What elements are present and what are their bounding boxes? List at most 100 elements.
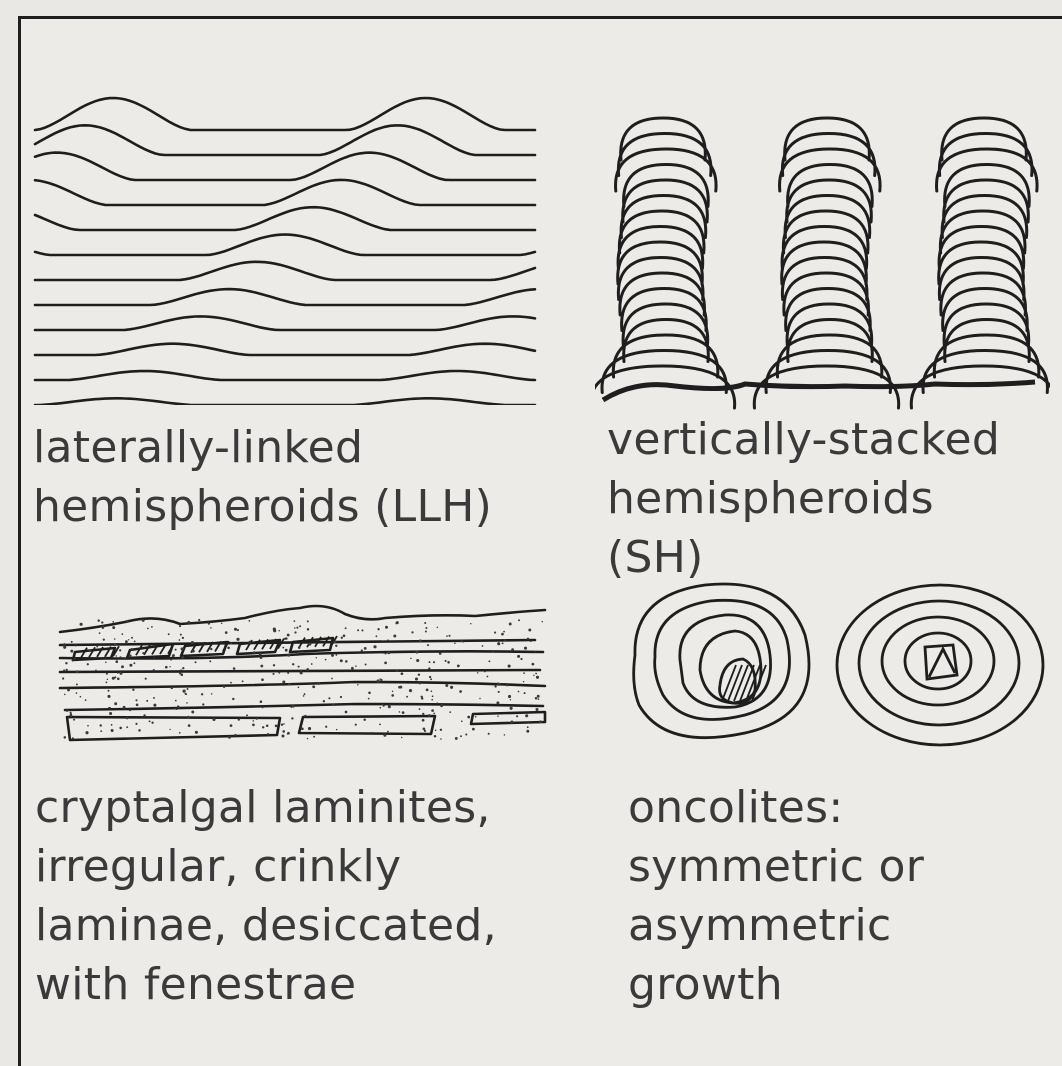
stipple-dot <box>336 654 338 656</box>
stipple-dot <box>317 682 320 685</box>
stipple-dot <box>345 711 348 714</box>
stipple-dot <box>426 689 429 692</box>
stipple-dot <box>498 691 500 693</box>
stipple-dot <box>147 628 149 630</box>
stipple-dot <box>262 706 264 708</box>
stipple-dot <box>273 664 275 666</box>
stipple-dot <box>172 655 174 657</box>
stipple-dot <box>117 672 118 673</box>
stipple-dot <box>492 651 493 652</box>
stipple-dot <box>101 621 103 623</box>
stipple-dot <box>232 698 234 700</box>
stipple-dot <box>282 735 285 738</box>
stipple-dot <box>300 672 302 674</box>
stipple-dot <box>368 698 370 700</box>
stipple-dot <box>246 714 248 716</box>
stipple-dot <box>188 724 191 727</box>
stipple-dot <box>234 628 237 631</box>
stipple-dot <box>100 730 102 732</box>
stipple-dot <box>421 697 423 699</box>
stipple-dot <box>401 737 402 738</box>
llh-lamina-3 <box>35 153 535 180</box>
asymmetric-oncoid <box>634 584 809 738</box>
stipple-dot <box>387 731 389 733</box>
stipple-dot <box>530 640 532 642</box>
stipple-dot <box>75 645 77 647</box>
stipple-dot <box>151 626 153 628</box>
stipple-dot <box>308 643 311 646</box>
stipple-dot <box>498 683 501 686</box>
stipple-dot <box>411 631 413 633</box>
stipple-dot <box>62 677 64 679</box>
stipple-dot <box>450 686 453 689</box>
stipple-dot <box>179 639 181 641</box>
stipple-dot <box>145 678 147 680</box>
stipple-dot <box>175 649 177 651</box>
stipple-dot <box>151 722 153 724</box>
oncoid-nucleus-hatch <box>728 665 742 701</box>
stipple-dot <box>371 732 373 734</box>
stipple-dot <box>434 735 437 738</box>
stipple-dot <box>516 715 518 717</box>
stipple-dot <box>99 632 101 634</box>
stipple-dot <box>539 720 542 723</box>
stipple-dot <box>335 645 337 647</box>
stipple-dot <box>179 732 181 734</box>
stipple-dot <box>230 724 233 727</box>
stipple-dot <box>311 663 313 665</box>
stipple-dot <box>107 695 110 698</box>
stipple-dot <box>477 672 479 674</box>
stipple-dot <box>467 716 470 719</box>
stipple-dot <box>447 661 450 664</box>
stipple-dot <box>542 621 543 622</box>
stipple-dot <box>435 730 437 732</box>
oncolites-caption-line-2: symmetric or <box>628 837 924 896</box>
stipple-dot <box>283 723 285 725</box>
stipple-dot <box>538 698 540 700</box>
stipple-dot <box>74 658 76 660</box>
stipple-dot <box>103 644 105 646</box>
stipple-dot <box>212 718 215 721</box>
stipple-dot <box>402 711 405 714</box>
stipple-dot <box>331 678 333 680</box>
stipple-dot <box>520 658 522 660</box>
stipple-dot <box>63 669 65 671</box>
stipple-dot <box>237 629 239 631</box>
stipple-dot <box>429 661 431 663</box>
cryptalgal-caption-line-4: with fenestrae <box>35 955 497 1014</box>
stipple-dot <box>297 654 299 656</box>
oncoid-nucleus-hatch <box>734 665 748 701</box>
stipple-dot <box>306 668 309 671</box>
stipple-dot <box>209 660 211 662</box>
stipple-dot <box>117 678 120 681</box>
stipple-dot <box>528 629 531 632</box>
stipple-dot <box>187 621 190 624</box>
stipple-dot <box>486 676 488 678</box>
stipple-dot <box>422 713 424 715</box>
oncolites-caption-line-1: oncolites: <box>628 778 924 837</box>
llh-lamina-4 <box>35 180 535 205</box>
sh-caption-line-3: (SH) <box>607 528 1000 587</box>
stipple-dot <box>504 639 506 641</box>
stipple-dot <box>119 727 122 730</box>
stipple-dot <box>119 656 121 658</box>
stipple-dot <box>149 720 151 722</box>
stipple-dot <box>66 669 68 671</box>
stipple-dot <box>380 679 382 681</box>
stipple-dot <box>385 626 388 629</box>
stipple-dot <box>482 645 484 647</box>
stipple-dot <box>416 659 419 662</box>
stipple-dot <box>175 700 177 702</box>
stipple-dot <box>401 672 404 675</box>
symmetric-oncoid <box>837 585 1043 745</box>
stipple-dot <box>125 640 128 643</box>
stipple-dot <box>527 726 529 728</box>
stipple-dot <box>383 705 385 707</box>
oncolites-illustration <box>625 575 1055 755</box>
stipple-dot <box>180 634 182 636</box>
stipple-dot <box>336 729 337 730</box>
stipple-dot <box>380 707 382 709</box>
stipple-dot <box>377 679 380 682</box>
stipple-dot <box>388 705 391 708</box>
stipple-dot <box>253 720 255 722</box>
